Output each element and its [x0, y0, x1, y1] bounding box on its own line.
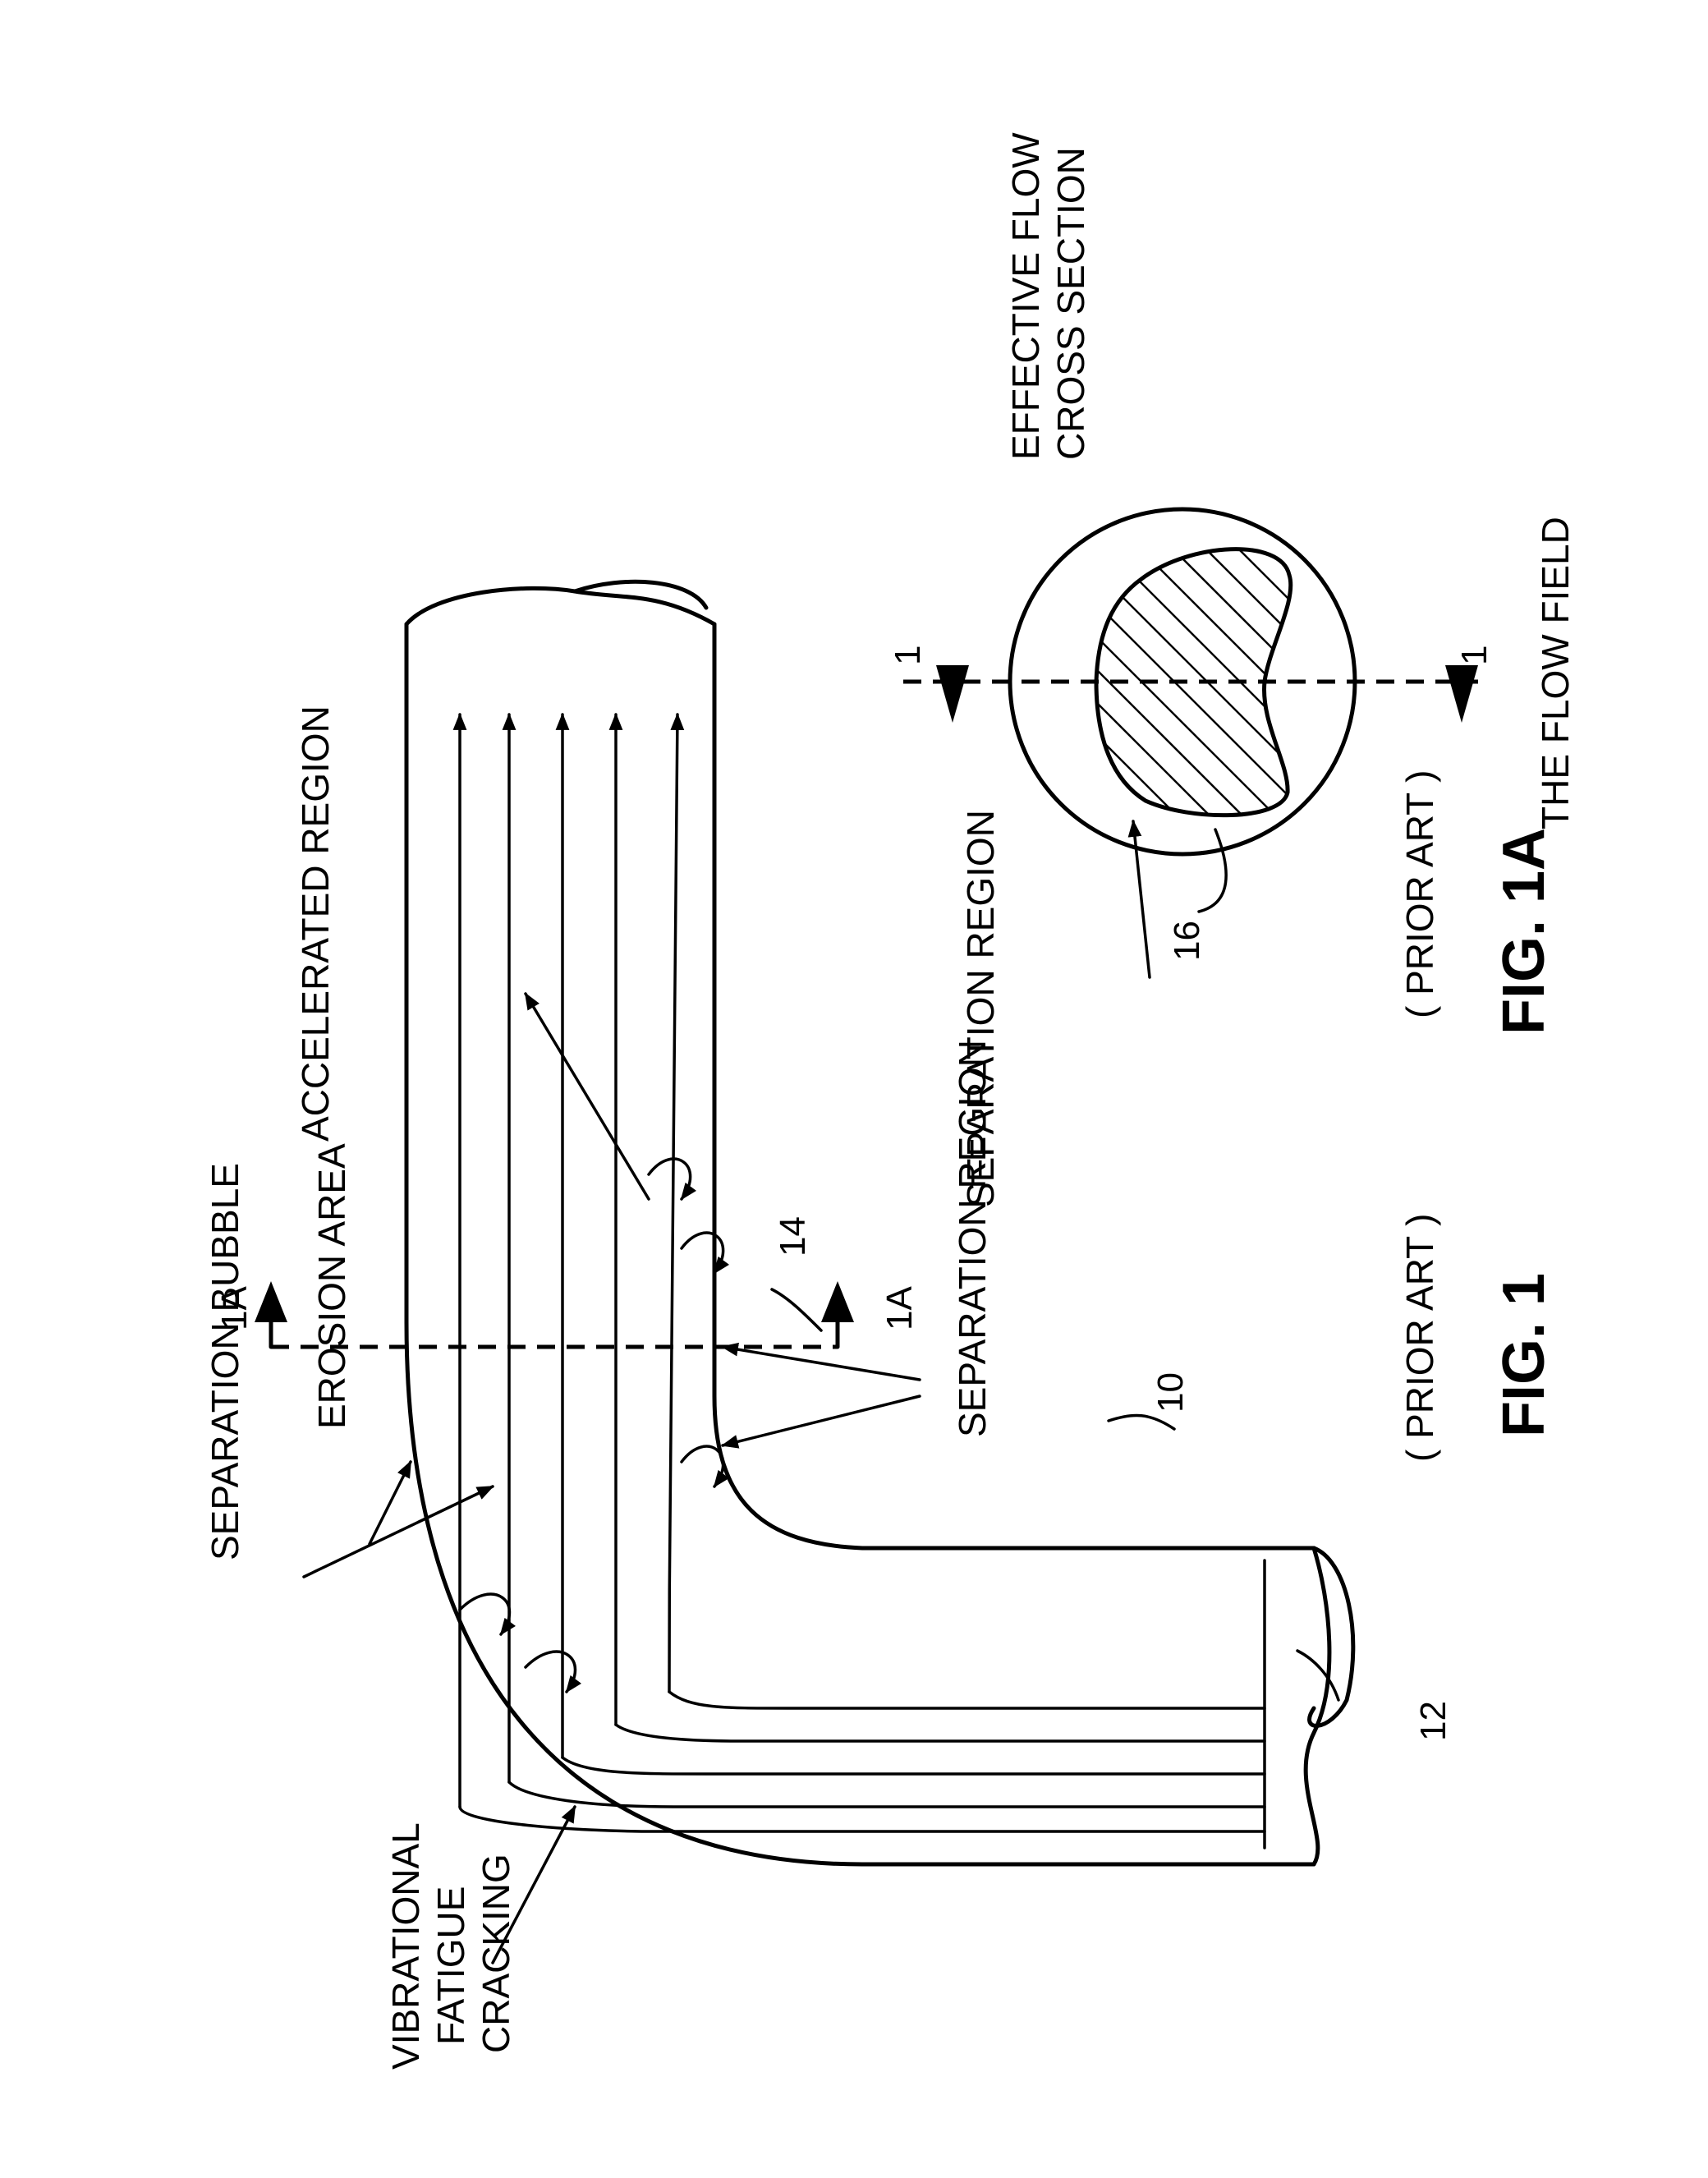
pipe-outline — [406, 581, 1353, 1864]
label-fig-1: FIG. 1 — [1491, 1273, 1557, 1437]
label-effective-flow: EFFECTIVE FLOW — [1004, 132, 1047, 460]
label-prior-art-fig1: ( PRIOR ART ) — [1398, 1214, 1441, 1462]
label-section-1a-top: 1A — [214, 1286, 255, 1330]
text-labels: SEPARATION BUBBLE EROSION AREA VIBRATION… — [204, 132, 1577, 2070]
label-accelerated-region: ACCELERATED REGION — [294, 705, 337, 1142]
label-vibrational: VIBRATIONAL — [384, 1822, 427, 2070]
label-fatigue: FATIGUE — [429, 1886, 472, 2045]
label-fig-1a: FIG. 1A — [1491, 828, 1557, 1035]
label-the-flow-field: THE FLOW FIELD — [1534, 517, 1577, 829]
label-section-1-right: 1 — [1454, 646, 1494, 665]
separation-vortices — [460, 1159, 723, 1692]
label-separation-bubble: SEPARATION BUBBLE — [204, 1163, 246, 1560]
label-ref-12: 12 — [1413, 1701, 1453, 1741]
label-ref-14: 14 — [773, 1216, 813, 1257]
pipe-bottom-cap — [1310, 1548, 1353, 1725]
streamlines — [460, 715, 677, 1807]
label-separation-region-bottom: SEPARATION REGION — [959, 810, 1002, 1207]
label-ref-10: 10 — [1150, 1372, 1191, 1413]
label-section-1a-bottom: 1A — [879, 1286, 920, 1330]
label-cross-section: CROSS SECTION — [1049, 147, 1092, 460]
pipe-top-rim — [406, 588, 714, 624]
label-erosion-area: EROSION AREA — [310, 1143, 353, 1429]
label-cracking: CRACKING — [475, 1854, 517, 2053]
label-ref-16: 16 — [1167, 921, 1207, 961]
pipe-bottom-rim — [1306, 1548, 1329, 1864]
lower-leg-streamlines — [460, 1560, 1265, 1848]
label-section-1-left: 1 — [888, 646, 928, 665]
label-prior-art-fig1a: ( PRIOR ART ) — [1398, 770, 1441, 1018]
